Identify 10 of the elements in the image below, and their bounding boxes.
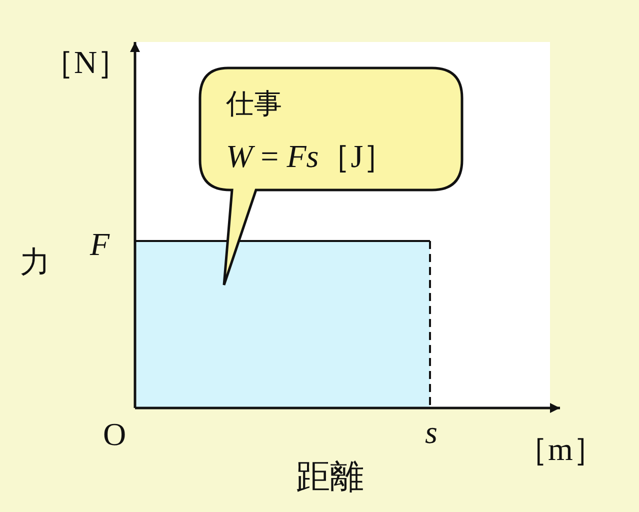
distance-value-label: s xyxy=(425,416,438,448)
force-value-label: F xyxy=(90,228,110,260)
unit-label: ［m］ xyxy=(516,433,605,465)
axis-title: 距離 xyxy=(296,460,364,494)
unit-label: ［N］ xyxy=(42,46,130,78)
axis-title: 力 xyxy=(20,248,50,278)
speech-bubble xyxy=(198,66,464,288)
formula: W = Fs［J］ xyxy=(226,140,396,172)
callout-title: 仕事 xyxy=(226,90,282,118)
origin-label: O xyxy=(103,418,126,450)
